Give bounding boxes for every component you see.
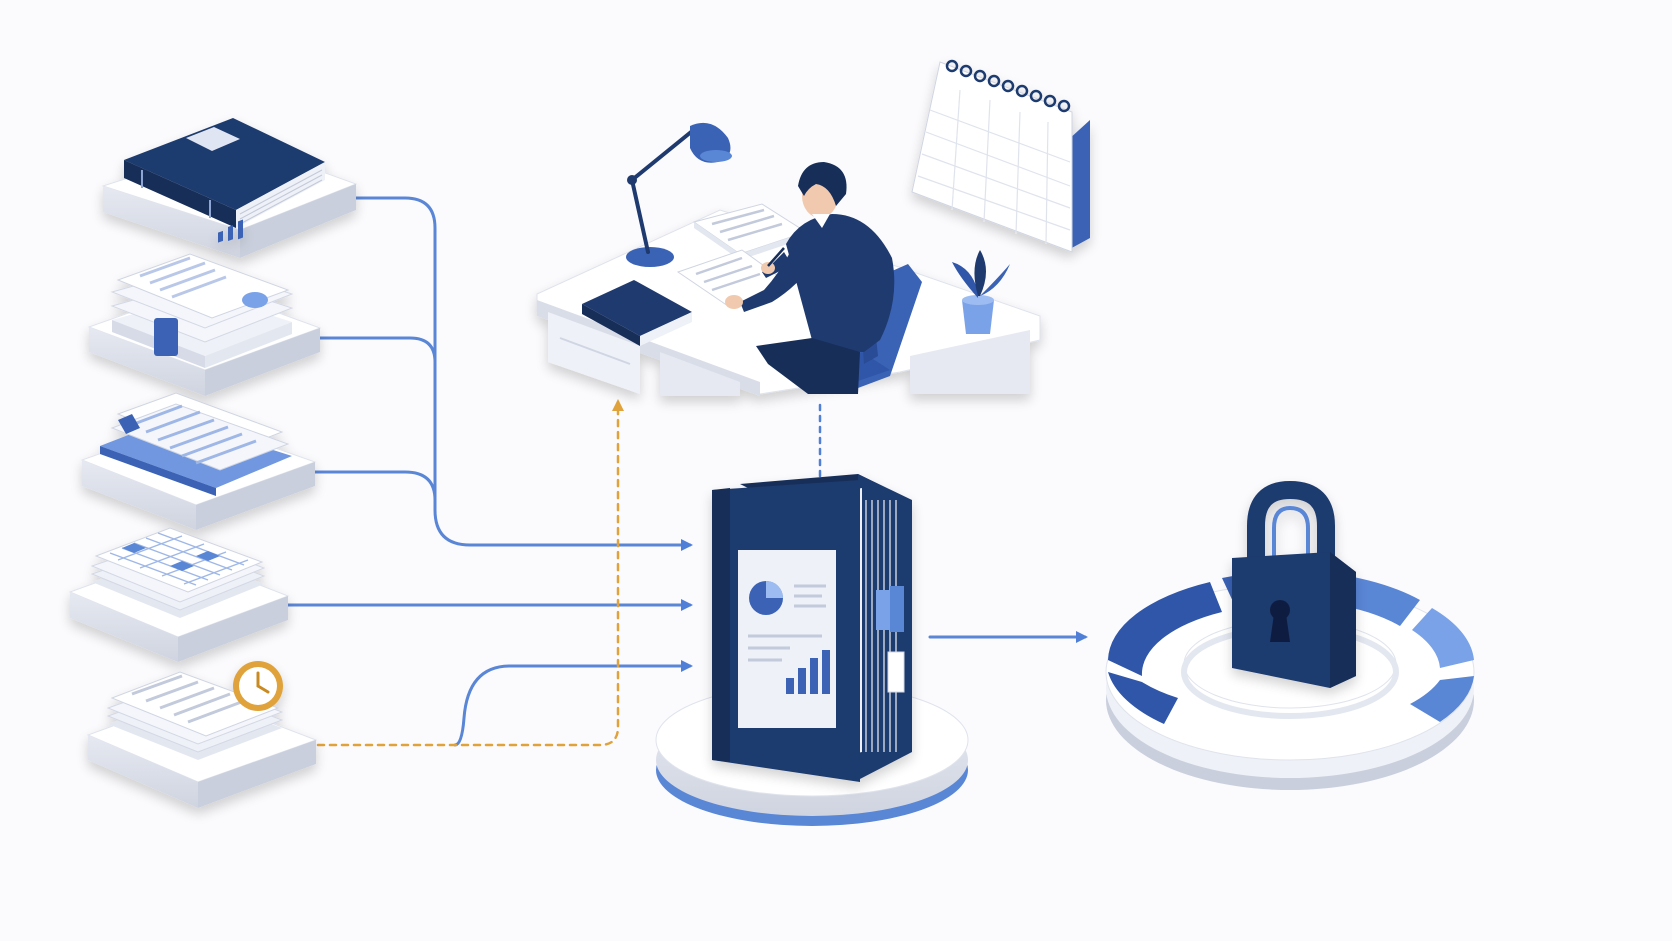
clock-icon [233, 661, 283, 711]
desk-book-icon [582, 280, 692, 346]
secure-archive [1105, 480, 1475, 790]
connector-folder [313, 470, 437, 502]
plant-icon [952, 250, 1010, 334]
input-folder [80, 392, 317, 530]
binder-icon [712, 474, 912, 782]
calendar-icon [911, 59, 1090, 253]
ledger-book-icon [124, 118, 325, 228]
input-spreadsheet [68, 527, 290, 662]
input-report-stack [87, 219, 322, 396]
connector-lines [286, 196, 1088, 747]
person-icon [725, 162, 895, 394]
document-folder-icon [100, 392, 292, 496]
pie-chart-icon [749, 581, 783, 615]
report-stack-icon [110, 219, 294, 368]
connector-timed-dotted [316, 399, 624, 747]
reviewer-workstation [536, 59, 1090, 396]
desk-lamp-icon [626, 122, 732, 267]
connector-timed [453, 660, 693, 747]
connector-reports [318, 336, 437, 364]
spreadsheet-icon [90, 527, 266, 618]
connector-ledger [353, 196, 693, 551]
record-stack-icon [106, 671, 284, 760]
padlock-icon [1232, 480, 1356, 688]
input-timed-records [86, 661, 318, 808]
input-ledger [101, 118, 358, 258]
bar-chart-icon [786, 650, 830, 694]
central-binder [655, 474, 969, 826]
